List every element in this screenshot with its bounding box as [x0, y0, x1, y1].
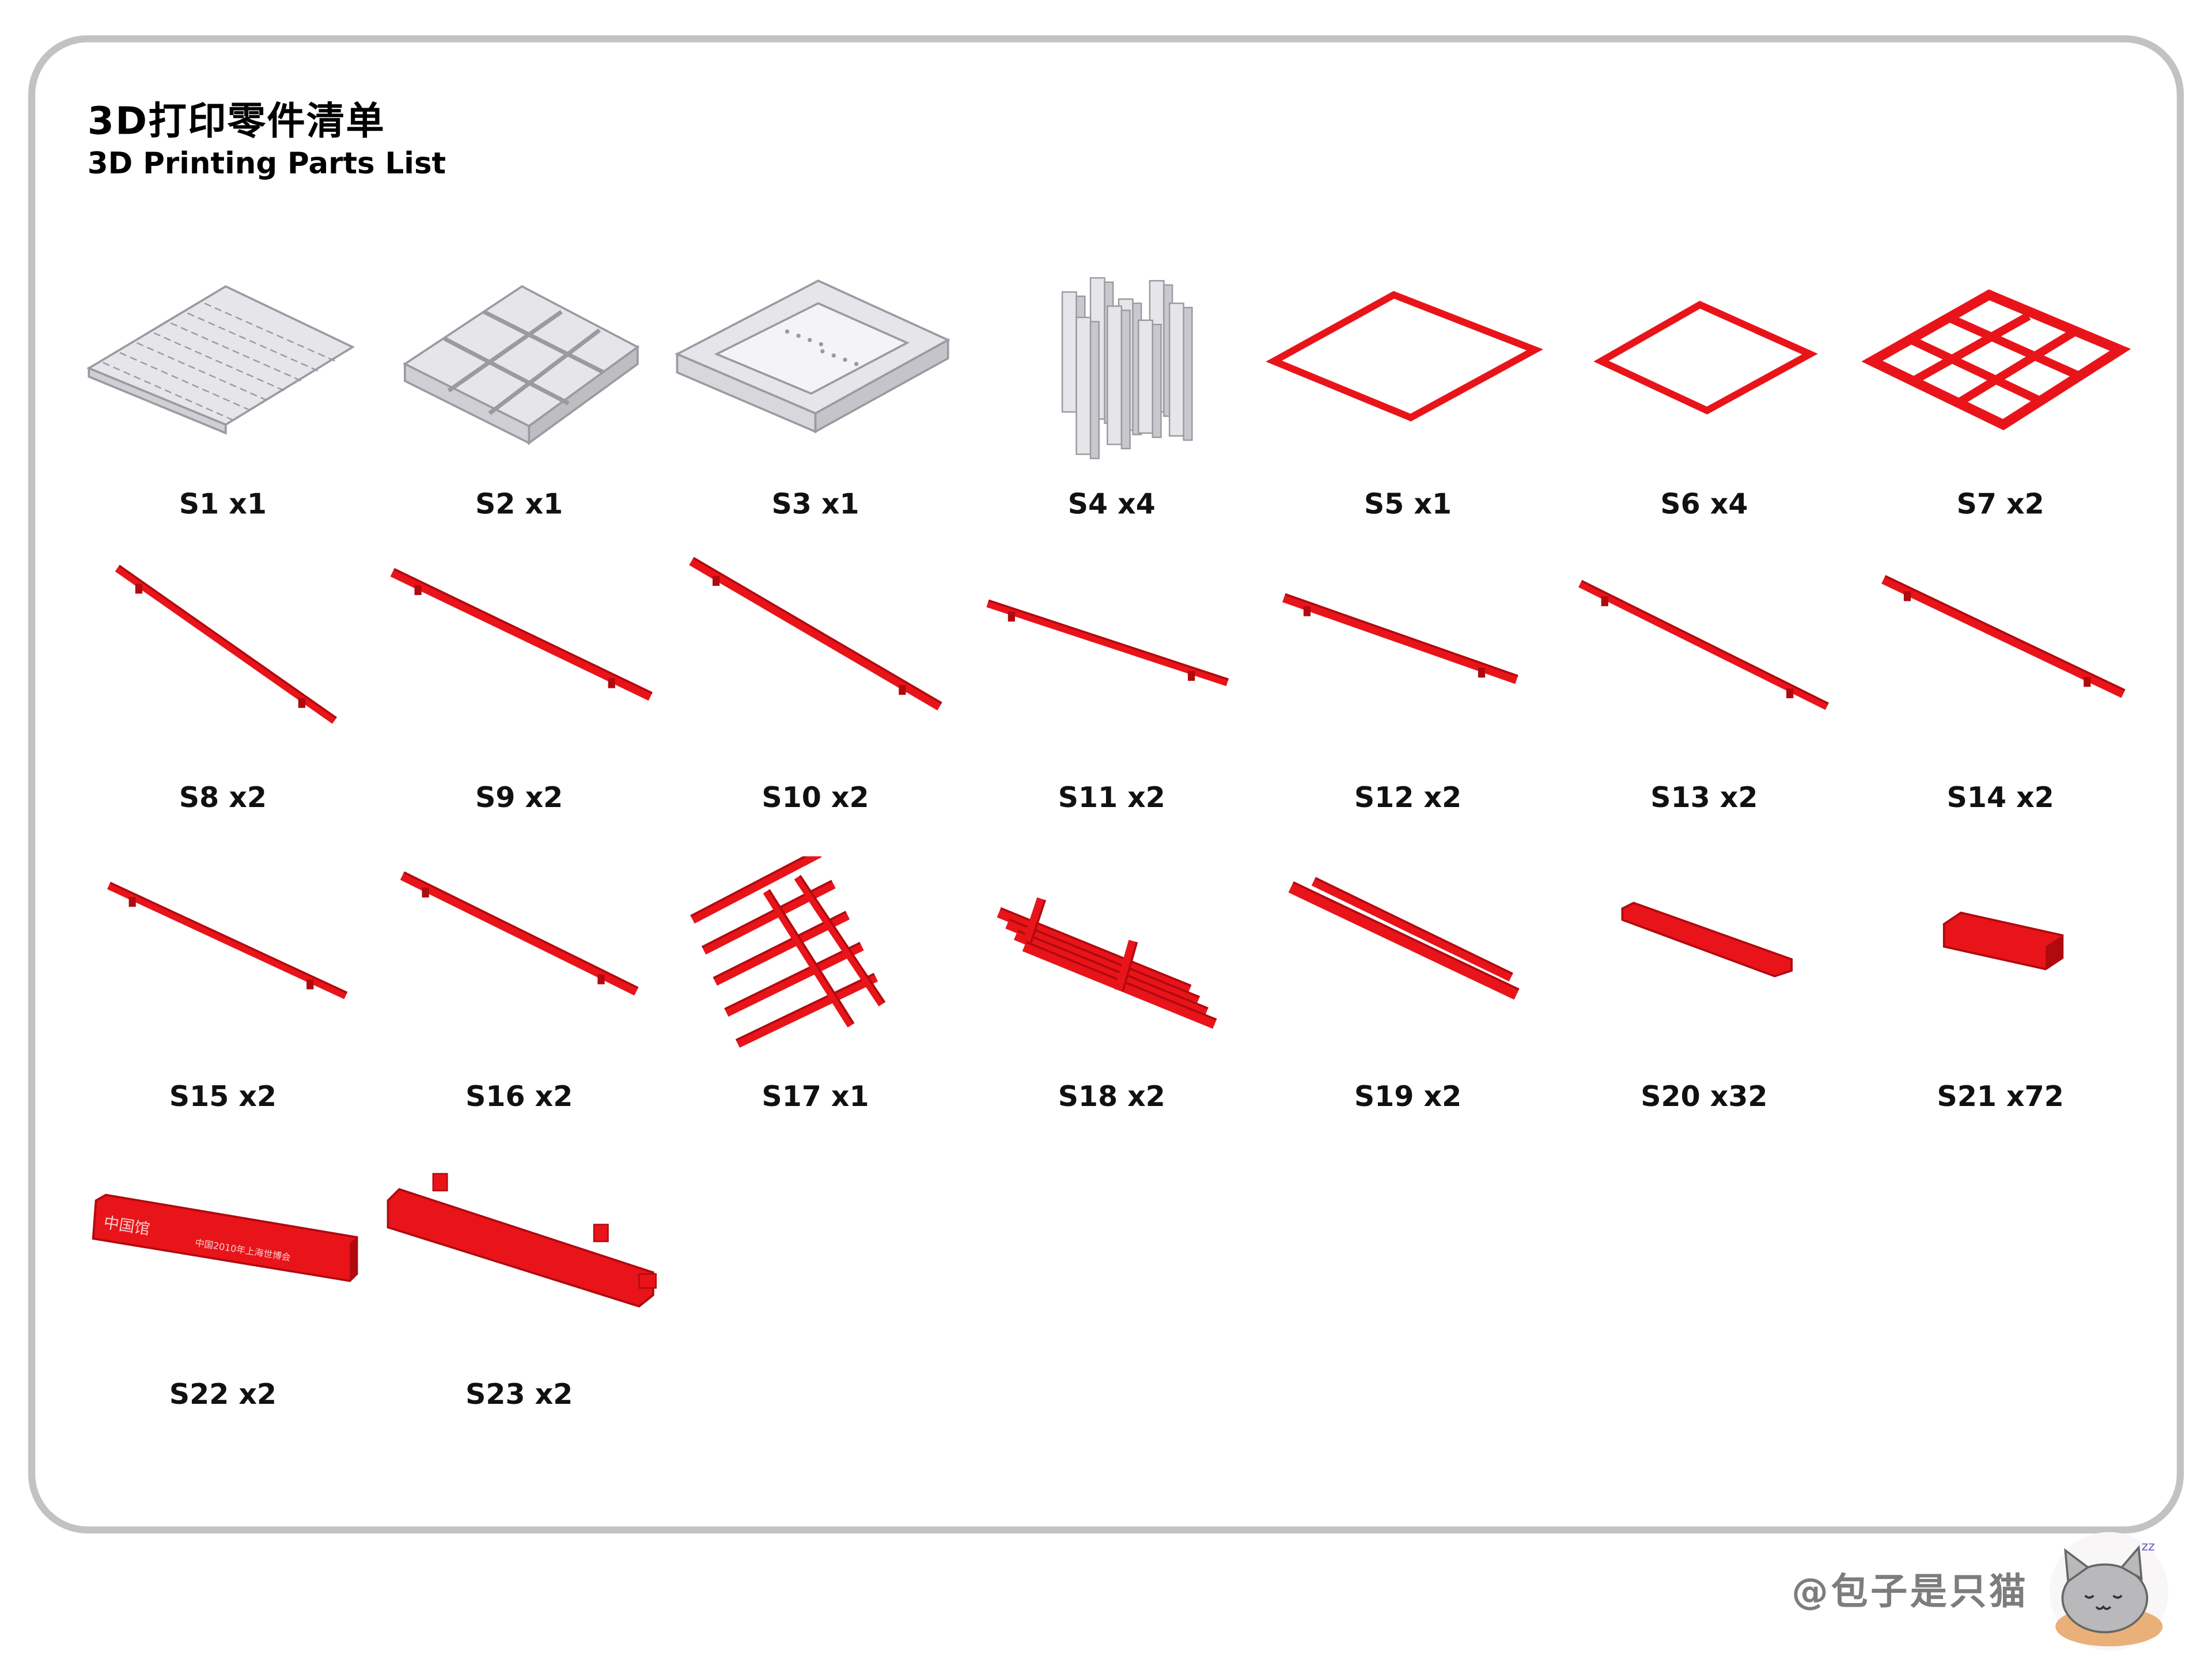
part-label: S11 x2 [1058, 780, 1165, 815]
part-image-s4 [964, 264, 1260, 475]
part-image-s22: 中国馆中国2010年上海世博会 [75, 1154, 371, 1365]
part-model-icon [1942, 911, 2064, 971]
part-model-icon [1881, 575, 2126, 698]
part-image-s11 [964, 557, 1260, 768]
part-model-icon [115, 565, 337, 724]
part-label: S17 x1 [762, 1079, 869, 1113]
part-model-icon [1593, 301, 1818, 415]
part-model-icon [107, 881, 348, 999]
part-label: S4 x4 [1067, 486, 1156, 521]
part-label: S5 x1 [1364, 486, 1452, 521]
part-image-s18 [964, 857, 1260, 1068]
part-model-icon [403, 285, 640, 445]
part-model-icon [86, 285, 355, 435]
part-label: S13 x2 [1650, 780, 1758, 815]
part-label: S21 x72 [1937, 1079, 2064, 1113]
part-model-icon [997, 897, 1217, 1029]
part-image-s20 [1556, 857, 1852, 1068]
part-image-s12 [1260, 557, 1556, 768]
part-image-s15 [75, 857, 371, 1068]
part-model-icon [1061, 277, 1193, 460]
cat-avatar-icon: zz [2050, 1532, 2169, 1651]
part-label: S15 x2 [169, 1079, 277, 1113]
part-image-s17 [667, 856, 963, 1068]
part-label: S18 x2 [1058, 1079, 1165, 1113]
part-model-icon [1266, 291, 1543, 422]
part-label: S19 x2 [1354, 1079, 1462, 1113]
part-model-icon [1578, 579, 1829, 710]
part-image-s16 [371, 857, 667, 1068]
part-model-icon [387, 1173, 657, 1308]
part-model-icon [1288, 877, 1520, 1000]
part-label: S22 x2 [169, 1377, 277, 1411]
part-image-s9 [371, 557, 667, 768]
part-label: S9 x2 [475, 780, 563, 815]
part-model-icon [1861, 289, 2131, 430]
part-image-s14 [1853, 557, 2149, 768]
part-model-icon [689, 557, 942, 711]
svg-text:zz: zz [2142, 1539, 2155, 1554]
part-image-s6 [1556, 264, 1852, 475]
part-image-s10 [667, 557, 963, 768]
part-image-s1 [75, 264, 371, 475]
part-image-s3 [667, 264, 963, 475]
title-english: 3D Printing Parts List [87, 146, 446, 181]
part-label: S14 x2 [1946, 780, 2054, 815]
part-model-icon [1621, 902, 1793, 978]
part-label: S16 x2 [465, 1079, 573, 1113]
part-label: S12 x2 [1354, 780, 1462, 815]
part-label: S2 x1 [475, 486, 563, 521]
part-model-icon [1282, 593, 1518, 684]
part-label: S6 x4 [1660, 486, 1748, 521]
part-image-s7 [1853, 264, 2149, 475]
part-label: S10 x2 [762, 780, 869, 815]
part-image-s8 [75, 557, 371, 768]
part-image-s21 [1853, 857, 2149, 1068]
watermark-author: @包子是只猫 [1791, 1571, 2029, 1614]
part-image-s2 [371, 264, 667, 475]
part-image-s5 [1260, 264, 1556, 475]
part-image-s19 [1260, 857, 1556, 1068]
part-label: S3 x1 [771, 486, 859, 521]
part-model-icon [690, 856, 886, 1048]
part-image-s13 [1556, 557, 1852, 768]
part-image-s23 [371, 1154, 667, 1365]
part-model-icon [390, 568, 653, 701]
part-label: S7 x2 [1956, 486, 2044, 521]
title-chinese: 3D打印零件清单 [87, 100, 386, 144]
part-model-icon [986, 599, 1229, 687]
part-label: S8 x2 [179, 780, 267, 815]
part-label: S1 x1 [179, 486, 267, 521]
part-label: S23 x2 [465, 1377, 573, 1411]
part-model-icon [400, 871, 639, 996]
part-label: S20 x32 [1641, 1079, 1768, 1113]
part-model-icon [675, 279, 950, 434]
